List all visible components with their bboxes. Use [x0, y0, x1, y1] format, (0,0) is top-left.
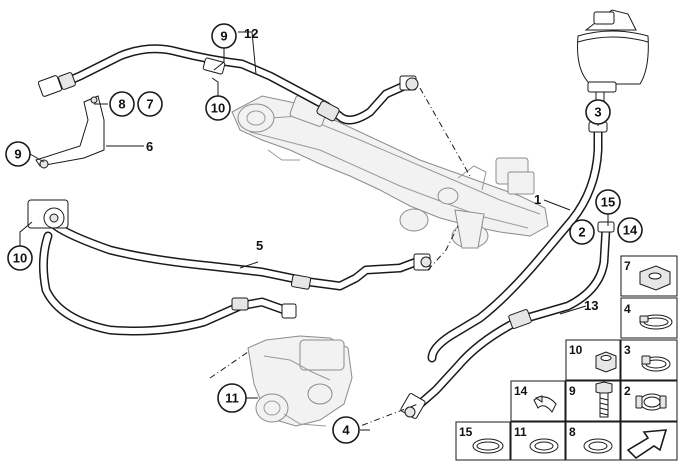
nut-icon	[595, 351, 617, 373]
hose-clamp-icon	[472, 438, 504, 454]
label-6[interactable]: 6	[146, 139, 153, 154]
callout-9-top[interactable]: 9	[211, 23, 237, 49]
pump-icon	[247, 335, 353, 427]
reservoir-icon	[577, 9, 649, 103]
callout-10-left[interactable]: 10	[7, 245, 33, 271]
callout-4[interactable]: 4	[332, 416, 360, 444]
callout-2-text: 2	[578, 225, 585, 240]
steering-rack-icon	[231, 95, 549, 249]
svg-text:15: 15	[459, 425, 473, 439]
hose-lower	[38, 231, 297, 336]
legend-cell-9[interactable]: 9	[565, 380, 621, 422]
callout-11-text: 11	[225, 391, 239, 406]
hose-clamp-icon	[635, 393, 667, 411]
legend-grid: 7 4 10 3	[455, 255, 678, 461]
legend-cell-11[interactable]: 11	[510, 421, 566, 461]
callout-4-text: 4	[342, 423, 350, 438]
callout-15[interactable]: 15	[595, 189, 621, 215]
callout-3[interactable]: 3	[585, 99, 611, 125]
direction-arrow-icon	[626, 429, 668, 460]
callout-9-left[interactable]: 9	[5, 141, 31, 167]
seal-ring-icon	[583, 438, 613, 454]
legend-cell-7[interactable]: 7	[620, 255, 678, 297]
bolt-icon	[595, 381, 613, 418]
label-12[interactable]: 12	[244, 26, 258, 41]
nut-icon	[639, 265, 671, 291]
svg-text:8: 8	[569, 425, 576, 439]
legend-cell-arrow	[620, 421, 678, 461]
callout-10-left-text: 10	[13, 251, 27, 266]
callout-7[interactable]: 7	[137, 91, 163, 117]
svg-text:2: 2	[624, 384, 631, 398]
seal-ring-icon	[529, 438, 559, 454]
legend-cell-14[interactable]: 14	[510, 380, 566, 422]
callout-9-top-text: 9	[220, 29, 227, 44]
hose-5	[27, 199, 432, 291]
callout-8-text: 8	[118, 97, 125, 112]
callout-7-text: 7	[146, 97, 153, 112]
hose-clamp-icon	[641, 355, 671, 372]
callout-2[interactable]: 2	[569, 219, 595, 245]
callout-9-left-text: 9	[14, 147, 21, 162]
label-13[interactable]: 13	[584, 298, 598, 313]
callout-10-top-text: 10	[211, 101, 225, 116]
hose-12	[37, 44, 419, 125]
callout-15-text: 15	[601, 195, 615, 210]
svg-text:14: 14	[514, 384, 528, 398]
bracket-6	[35, 95, 105, 169]
hose-clamp-icon	[639, 314, 673, 330]
hose-clamp-icon	[533, 395, 557, 413]
label-1[interactable]: 1	[534, 192, 541, 207]
callout-10-top[interactable]: 10	[205, 95, 231, 121]
legend-cell-10[interactable]: 10	[565, 339, 621, 381]
legend-cell-2[interactable]: 2	[620, 380, 678, 422]
legend-cell-3[interactable]: 3	[620, 339, 678, 381]
svg-text:9: 9	[569, 384, 576, 398]
svg-text:3: 3	[624, 343, 631, 357]
callout-14-text: 14	[623, 223, 638, 238]
svg-text:10: 10	[569, 343, 583, 357]
svg-text:7: 7	[624, 259, 631, 273]
svg-text:11: 11	[514, 425, 527, 439]
legend-cell-15[interactable]: 15	[455, 421, 511, 461]
legend-cell-8[interactable]: 8	[565, 421, 621, 461]
callout-14[interactable]: 14	[617, 217, 643, 243]
svg-text:4: 4	[624, 302, 631, 316]
legend-cell-4[interactable]: 4	[620, 297, 678, 339]
hose-1	[427, 121, 608, 363]
callout-8[interactable]: 8	[109, 91, 135, 117]
callout-3-text: 3	[594, 105, 601, 120]
callout-11[interactable]: 11	[217, 383, 247, 413]
label-5[interactable]: 5	[256, 238, 263, 253]
